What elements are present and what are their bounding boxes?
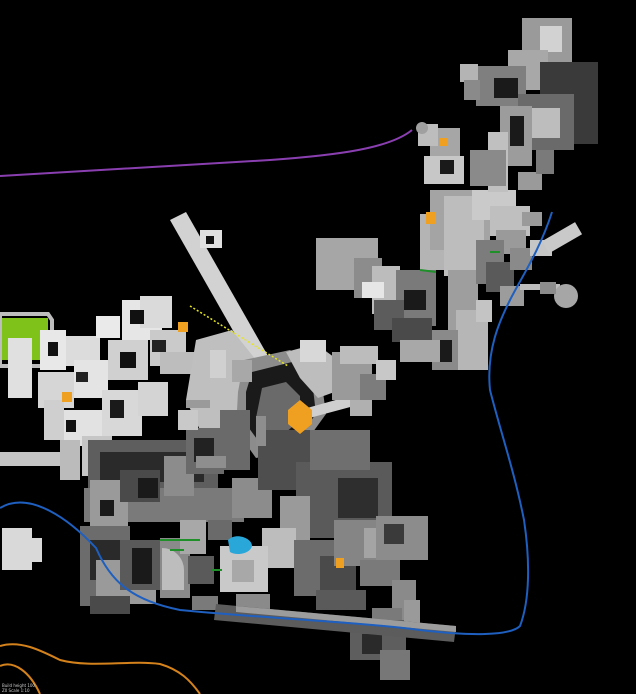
north-east-complex	[316, 190, 583, 370]
connectors	[178, 400, 266, 468]
orange-marker-small	[440, 138, 448, 146]
south-centre	[220, 410, 428, 680]
orange-marker	[288, 400, 312, 434]
yellow-dotted-line	[189, 305, 289, 367]
top-right-building	[416, 18, 598, 192]
white-complex	[0, 296, 206, 480]
water-pool	[228, 536, 252, 554]
diagonal-walkway	[170, 212, 268, 364]
left-building	[2, 528, 42, 570]
orange-marker-small	[426, 212, 436, 224]
hub-bridge	[300, 346, 396, 420]
purple-route	[0, 129, 413, 177]
orange-marker-small	[62, 392, 72, 402]
orange-marker-small	[336, 558, 344, 568]
southern-complex	[80, 428, 244, 614]
orange-marker-small	[178, 322, 188, 332]
orange-route	[0, 643, 201, 694]
footer-line-1: Build height 100	[2, 683, 35, 688]
orange-route	[0, 663, 41, 694]
footer-line-2: Z0 Scale 1:10	[2, 688, 30, 693]
blue-route	[0, 211, 553, 636]
orange-markers	[62, 138, 448, 568]
green-lines	[160, 251, 500, 571]
